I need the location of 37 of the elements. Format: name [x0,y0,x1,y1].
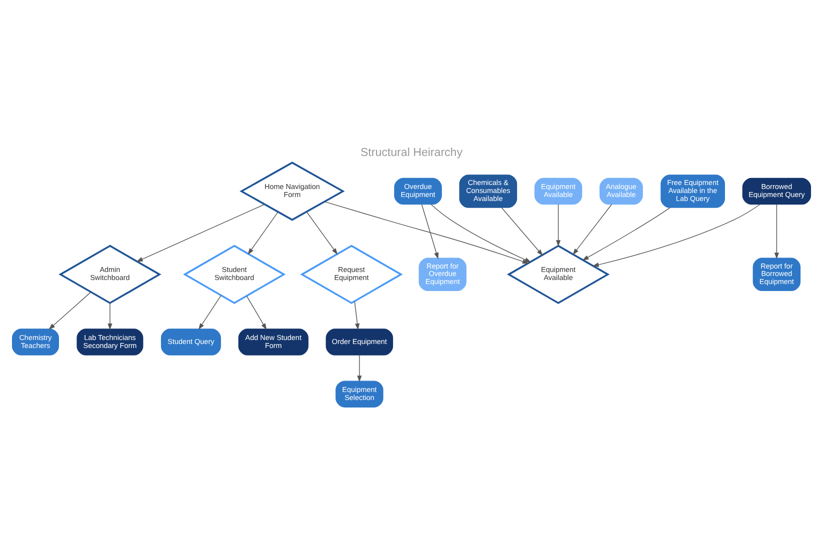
arrow [108,302,112,330]
node-diamond: Request Equipment [300,244,403,304]
node-box: Equipment Available [534,177,582,204]
arrow [572,204,612,255]
node-box: Add New Student Form [238,328,308,355]
diagram-title: Structural Heirarchy [360,146,463,159]
node-diamond: Equipment Available [506,244,610,304]
node-box: Student Query [160,328,221,355]
arrow [357,354,362,382]
arrow [774,204,779,259]
arrow [430,204,532,262]
node-box: Order Equipment [326,328,394,355]
arrow [246,295,267,330]
node-diamond: Admin Switchboard [58,244,162,304]
arrow [248,211,278,254]
node-box: Borrowed Equipment Query [742,177,812,204]
node-box: Report for Borrowed Equipment [752,257,801,291]
node-diamond: Student Switchboard [182,244,286,304]
node-box: Chemicals & Consumables Available [459,174,518,208]
node-box: Free Equipment Available in the Lab Query [660,174,725,208]
node-box: Analogue Available [600,177,643,204]
node-box: Equipment Selection [336,380,384,407]
arrow [306,210,338,254]
node-box: Report for Overdue Equipment [418,257,466,291]
arrow [198,294,222,330]
arrow [421,204,439,259]
arrow [582,206,671,260]
arrow [592,204,760,266]
node-diamond: Home Navigation Form [240,161,345,220]
arrow [556,204,561,246]
node-box: Overdue Equipment [394,177,442,204]
arrow [501,206,543,256]
arrow [48,291,92,330]
node-box: Lab Technicians Secondary Form [76,328,144,355]
node-box: Chemistry Teachers [12,328,59,355]
arrow [354,300,360,330]
arrow [136,204,265,262]
